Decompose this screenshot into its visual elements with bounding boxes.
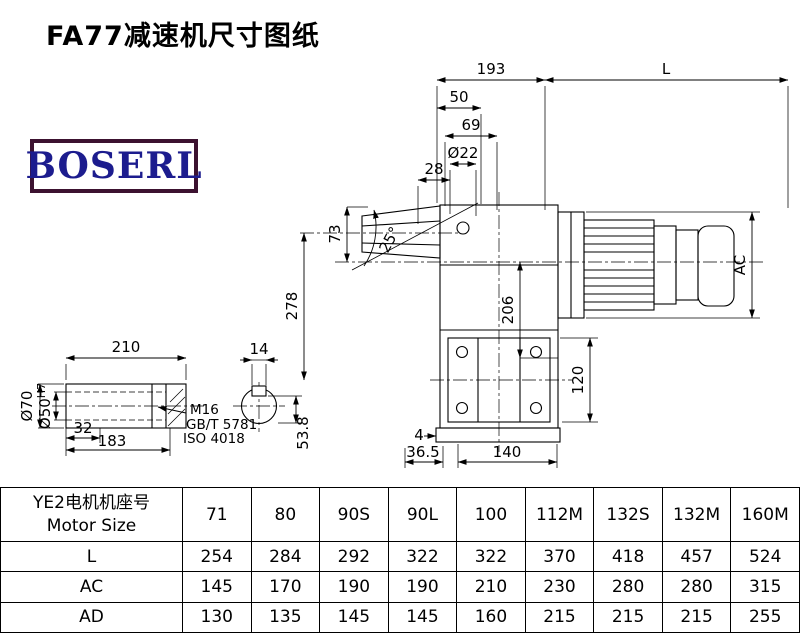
dim-210: 210: [112, 338, 141, 356]
cell: 322: [387, 540, 458, 573]
technical-drawing: 193 L 50 69 Ø22 28 73 25° 278 206 AC 120…: [18, 60, 789, 468]
cell: 215: [593, 601, 663, 633]
cell: 145: [387, 601, 458, 633]
label-iso4018: ISO 4018: [183, 431, 245, 447]
cell: 284: [250, 540, 321, 573]
cell: 292: [319, 540, 389, 573]
col-header-90s: 90S: [319, 487, 389, 542]
table-row-AD: AD 130 135 145 145 160 215 215 215 255: [0, 601, 800, 633]
col-header-160m: 160M: [730, 487, 800, 542]
shaft-section-view: [240, 385, 278, 425]
col-header-112m: 112M: [524, 487, 595, 542]
dim-o50h7: Ø50H7: [35, 383, 54, 429]
cell: 254: [182, 540, 252, 573]
cell: 280: [593, 571, 663, 603]
page-title: FA77减速机尺寸图纸: [46, 21, 320, 52]
cell: 145: [182, 571, 252, 603]
dim-50: 50: [449, 88, 468, 106]
cell: 418: [593, 540, 663, 573]
dimension-labels: 193 L 50 69 Ø22 28 73 25° 278 206 AC 120…: [18, 60, 749, 461]
brand-logo: BOSERL: [25, 139, 202, 193]
cell: 280: [661, 571, 732, 603]
dim-L: L: [662, 60, 671, 78]
row-label-AD: AD: [0, 601, 183, 633]
col-header-80: 80: [250, 487, 321, 542]
table-row-L: L 254 284 292 322 322 370 418 457 524: [0, 540, 800, 573]
dim-28: 28: [424, 160, 443, 178]
cell: 230: [524, 571, 595, 603]
cell: 160: [456, 601, 526, 633]
cell: 322: [456, 540, 526, 573]
centerlines: [52, 192, 765, 452]
col-header-71: 71: [182, 487, 252, 542]
row-label-AC: AC: [0, 571, 183, 603]
cell: 215: [661, 601, 732, 633]
dim-14: 14: [249, 340, 268, 358]
table-header-row: YE2电机机座号 Motor Size 71 80 90S 90L 100 11…: [0, 487, 800, 542]
dim-32: 32: [73, 419, 92, 437]
col-header-100: 100: [456, 487, 526, 542]
col-header-90l: 90L: [387, 487, 458, 542]
row-label-L: L: [0, 540, 183, 573]
dim-36-5: 36.5: [406, 443, 439, 461]
dim-25deg: 25°: [375, 224, 403, 256]
cell: 370: [524, 540, 595, 573]
table-row-AC: AC 145 170 190 190 210 230 280 280 315: [0, 571, 800, 603]
cell: 215: [524, 601, 595, 633]
dim-120: 120: [569, 366, 587, 395]
cell: 190: [319, 571, 389, 603]
label-gbt5781: GB/T 5781: [186, 417, 257, 433]
cell: 457: [661, 540, 732, 573]
motor-size-table: YE2电机机座号 Motor Size 71 80 90S 90L 100 11…: [0, 487, 800, 633]
dim-206: 206: [499, 296, 517, 325]
cell: 524: [730, 540, 800, 573]
cell: 135: [250, 601, 321, 633]
dim-140: 140: [493, 443, 522, 461]
dim-183: 183: [98, 432, 127, 450]
cell: 145: [319, 601, 389, 633]
header-label-cn: YE2电机机座号: [33, 492, 150, 513]
header-label-cell: YE2电机机座号 Motor Size: [0, 487, 183, 542]
header-label-en: Motor Size: [46, 515, 137, 536]
col-header-132s: 132S: [593, 487, 663, 542]
dim-4: 4: [414, 426, 424, 444]
motor: [557, 211, 735, 319]
cell: 315: [730, 571, 800, 603]
shaft-detail-view: [65, 383, 187, 429]
cell: 170: [250, 571, 321, 603]
col-header-132m: 132M: [661, 487, 732, 542]
dim-o22: Ø22: [448, 144, 479, 162]
cell: 130: [182, 601, 252, 633]
dim-o70: Ø70: [18, 391, 36, 422]
dim-AC: AC: [731, 255, 749, 275]
cell: 190: [387, 571, 458, 603]
dimension-lines: [37, 77, 789, 465]
dim-69: 69: [461, 116, 480, 134]
label-m16: M16: [190, 402, 219, 418]
cell: 255: [730, 601, 800, 633]
cell: 210: [456, 571, 526, 603]
dim-73: 73: [326, 224, 344, 243]
dim-53-8: 53.8: [294, 416, 312, 449]
dim-193: 193: [477, 60, 506, 78]
dim-278: 278: [283, 292, 301, 321]
